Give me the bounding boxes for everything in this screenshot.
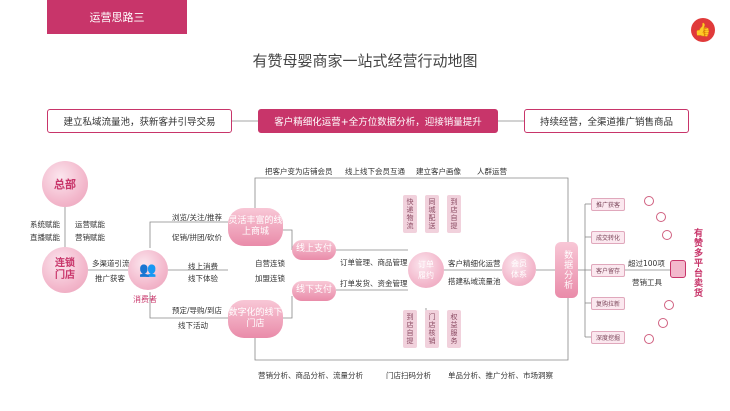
flow-label-online-consume: 线上消费 bbox=[188, 262, 218, 271]
bottom-label-store-scan: 门店扫码分析 bbox=[386, 371, 431, 380]
flow-label-franchise: 加盟连锁 bbox=[255, 274, 285, 283]
flow-label-profile: 建立客户画像 bbox=[416, 167, 461, 176]
flow-label-crowd-ops: 人群运营 bbox=[477, 167, 507, 176]
platform-icon-6 bbox=[644, 334, 654, 344]
hq-label-system: 系统赋能 bbox=[30, 220, 60, 229]
flow-label-private-pool: 搭建私域流量池 bbox=[448, 277, 501, 286]
flow-label-browse: 浏览/关注/推荐 bbox=[172, 213, 223, 222]
order-node: 订单履约 bbox=[408, 252, 444, 288]
data-analysis-node: 数据分析 bbox=[555, 242, 578, 298]
right-item-deep-mine: 深度挖掘 bbox=[591, 331, 625, 344]
platform-icon-5 bbox=[658, 318, 668, 328]
goal-middle-box: 客户精细化运营+全方位数据分析，迎接销量提升 bbox=[258, 109, 498, 133]
vtag-pickup: 到店自提 bbox=[447, 195, 461, 233]
person-icon: 👥 bbox=[128, 250, 168, 290]
right-item-retain: 客户留存 bbox=[591, 264, 625, 277]
goal-right-box: 持续经营，全渠道推广销售商品 bbox=[524, 109, 689, 133]
consumer-label: 消费者 bbox=[133, 295, 157, 304]
chain-store-label-2: 门店 bbox=[55, 270, 75, 281]
online-mall-node: 灵活丰富的线上商城 bbox=[228, 208, 283, 246]
hq-label-live: 直播赋能 bbox=[30, 233, 60, 242]
store-label-traffic: 多渠道引流 bbox=[92, 259, 130, 268]
bottom-label-marketing: 营销分析、商品分析、流量分析 bbox=[258, 371, 363, 380]
offline-store-node: 数字化的线下门店 bbox=[228, 300, 283, 338]
offline-pay-node: 线下支付 bbox=[292, 281, 336, 301]
goal-left-box: 建立私域流量池，获新客并引导交易 bbox=[47, 109, 232, 133]
hq-label-marketing: 营销赋能 bbox=[75, 233, 105, 242]
flow-label-offline-activity: 线下活动 bbox=[178, 321, 208, 330]
flow-label-member-sync: 线上线下会员互通 bbox=[345, 167, 405, 176]
flow-label-member-convert: 把客户变为店铺会员 bbox=[265, 167, 333, 176]
right-item-acquire: 推广获客 bbox=[591, 198, 625, 211]
vtag-rights: 权益服务 bbox=[447, 310, 461, 348]
online-pay-node: 线上支付 bbox=[292, 240, 336, 260]
platform-icon-2 bbox=[656, 212, 666, 222]
vtag-local-delivery: 同城配送 bbox=[425, 195, 439, 233]
right-item-repurchase: 复购拉新 bbox=[591, 297, 625, 310]
flow-label-promo: 促销/拼团/砍价 bbox=[172, 233, 223, 242]
thumbs-up-icon: 👍 bbox=[691, 18, 715, 42]
member-node: 会员体系 bbox=[502, 252, 536, 286]
flow-label-refined-ops: 客户精细化运营 bbox=[448, 259, 501, 268]
shop-icon bbox=[670, 260, 686, 278]
hq-label-ops: 运营赋能 bbox=[75, 220, 105, 229]
flow-label-order-mgmt: 订单管理、商品管理 bbox=[340, 258, 408, 267]
section-tag: 运营思路三 bbox=[47, 0, 187, 34]
flow-label-shipping: 打单发货、资金管理 bbox=[340, 279, 408, 288]
platform-icon-1 bbox=[644, 196, 654, 206]
page-title: 有赞母婴商家一站式经营行动地图 bbox=[252, 52, 478, 70]
vtag-verify: 门店核销 bbox=[425, 310, 439, 348]
store-label-acquire: 推广获客 bbox=[95, 274, 125, 283]
flow-label-self-chain: 自营连锁 bbox=[255, 259, 285, 268]
multi-platform-title: 有赞多平台卖货 bbox=[692, 228, 702, 298]
promo-label-tools: 营销工具 bbox=[632, 278, 662, 287]
flow-label-offline-exp: 线下体验 bbox=[188, 274, 218, 283]
platform-icon-3 bbox=[662, 230, 672, 240]
platform-icon-4 bbox=[664, 300, 674, 310]
flow-label-reserve: 预定/导购/到店 bbox=[172, 306, 223, 315]
hq-circle: 总部 bbox=[42, 161, 88, 207]
vtag-express: 快递物流 bbox=[403, 195, 417, 233]
chain-store-label-1: 连锁 bbox=[55, 258, 75, 269]
bottom-label-product: 单品分析、推广分析、市场洞察 bbox=[448, 371, 553, 380]
chain-store-circle: 连锁 门店 bbox=[42, 247, 88, 293]
vtag-store-pickup: 到店自提 bbox=[403, 310, 417, 348]
promo-label-100: 超过100项 bbox=[628, 259, 665, 268]
right-item-convert: 成交转化 bbox=[591, 231, 625, 244]
